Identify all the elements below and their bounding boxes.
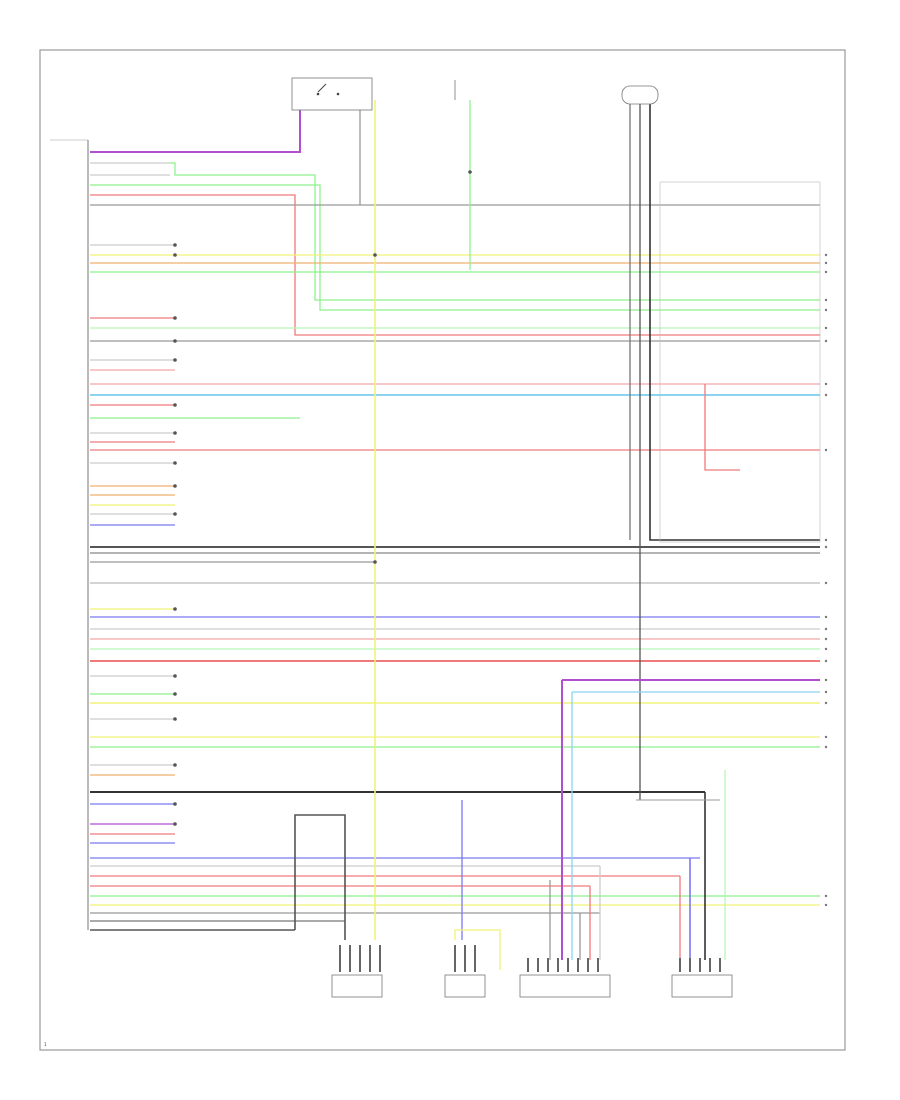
right-terminal-dots (824, 253, 828, 907)
top-right-component (621, 85, 659, 105)
footer-code: 1 (44, 1042, 47, 1047)
top-center-sensor (454, 80, 472, 174)
vertical-wires (294, 100, 820, 960)
diagram-frame (39, 49, 846, 1051)
splice-dots (173, 243, 377, 826)
right-gray-branch (659, 181, 821, 543)
bottom-connectors (331, 929, 733, 998)
top-left-switch (291, 77, 373, 111)
ecm-connector-block (50, 139, 89, 930)
ecm-wires (90, 100, 820, 931)
